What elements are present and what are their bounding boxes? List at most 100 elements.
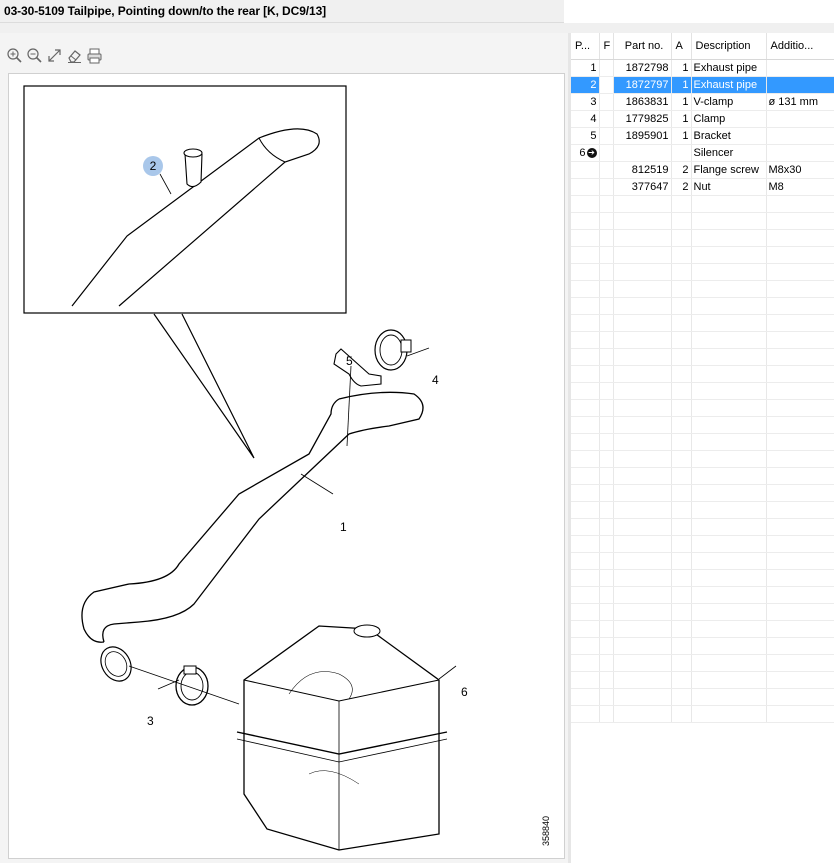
- part-no-cell: [613, 314, 672, 332]
- f-cell: [599, 110, 614, 128]
- position-cell: [571, 331, 600, 349]
- f-cell: [599, 705, 614, 723]
- qty-cell: 1: [671, 59, 692, 77]
- description-cell: [691, 280, 767, 298]
- description-cell: [691, 552, 767, 570]
- expand-arrow-icon[interactable]: ➔: [586, 148, 597, 159]
- empty-table-row: [571, 280, 834, 298]
- description-cell: Bracket: [691, 127, 767, 145]
- empty-table-row: [571, 586, 834, 604]
- f-cell: [599, 144, 614, 162]
- part-no-cell: 1872797: [613, 76, 672, 94]
- qty-cell: [671, 637, 692, 655]
- part-no-cell: [613, 637, 672, 655]
- diagram-toolbar: [6, 47, 103, 65]
- additional-cell: [766, 654, 834, 672]
- callout-1[interactable]: 1: [340, 520, 347, 534]
- qty-cell: [671, 229, 692, 247]
- qty-cell: [671, 433, 692, 451]
- table-row[interactable]: 6➔Silencer: [571, 144, 834, 162]
- empty-table-row: [571, 229, 834, 247]
- position-cell: [571, 569, 600, 587]
- f-cell: [599, 620, 614, 638]
- part-no-cell: [613, 246, 672, 264]
- additional-cell: [766, 195, 834, 213]
- qty-cell: 1: [671, 127, 692, 145]
- exhaust-pipe-part: [81, 391, 424, 682]
- empty-table-row: [571, 246, 834, 264]
- part-no-cell: [613, 484, 672, 502]
- column-header-position[interactable]: P...: [571, 33, 600, 60]
- diagram-drawing: 2: [23, 85, 551, 851]
- description-cell: Nut: [691, 178, 767, 196]
- column-header-qty[interactable]: A: [671, 33, 692, 60]
- qty-cell: [671, 552, 692, 570]
- panel-splitter[interactable]: [568, 33, 571, 863]
- callout-3[interactable]: 3: [147, 714, 154, 728]
- additional-cell: ø 131 mm: [766, 93, 834, 111]
- zoom-out-icon[interactable]: [26, 47, 43, 64]
- fit-to-window-icon[interactable]: [46, 47, 63, 64]
- additional-cell: [766, 620, 834, 638]
- position-cell: 1: [571, 59, 600, 77]
- part-no-cell: [613, 535, 672, 553]
- part-no-cell: [613, 433, 672, 451]
- callout-4[interactable]: 4: [432, 373, 439, 387]
- part-no-cell: 1872798: [613, 59, 672, 77]
- qty-cell: [671, 399, 692, 417]
- additional-cell: [766, 501, 834, 519]
- description-cell: Flange screw: [691, 161, 767, 179]
- position-cell: 3: [571, 93, 600, 111]
- svg-text:2: 2: [150, 159, 157, 173]
- part-no-cell: [613, 705, 672, 723]
- leader-lines: [128, 347, 457, 705]
- exploded-parts-diagram[interactable]: 2: [8, 73, 565, 859]
- additional-cell: [766, 535, 834, 553]
- part-no-cell: [613, 671, 672, 689]
- f-cell: [599, 416, 614, 434]
- additional-cell: [766, 59, 834, 77]
- f-cell: [599, 688, 614, 706]
- print-icon[interactable]: [86, 47, 103, 64]
- part-no-cell: [613, 297, 672, 315]
- additional-cell: [766, 212, 834, 230]
- column-header-f[interactable]: F: [599, 33, 614, 60]
- qty-cell: [671, 586, 692, 604]
- part-no-cell: [613, 450, 672, 468]
- additional-cell: [766, 280, 834, 298]
- f-cell: [599, 518, 614, 536]
- column-header-description[interactable]: Description: [691, 33, 767, 60]
- additional-cell: [766, 467, 834, 485]
- callout-5[interactable]: 5: [346, 354, 353, 368]
- part-no-cell: [613, 195, 672, 213]
- column-header-part-no[interactable]: Part no.: [613, 33, 672, 60]
- callout-6[interactable]: 6: [461, 685, 468, 699]
- eraser-icon[interactable]: [66, 47, 83, 64]
- description-cell: [691, 229, 767, 247]
- description-cell: [691, 484, 767, 502]
- additional-cell: [766, 246, 834, 264]
- inset-callout-2[interactable]: 2: [143, 156, 163, 176]
- column-header-additional[interactable]: Additio...: [766, 33, 834, 60]
- empty-table-row: [571, 501, 834, 519]
- qty-cell: [671, 620, 692, 638]
- additional-cell: [766, 450, 834, 468]
- empty-table-row: [571, 297, 834, 315]
- description-cell: [691, 365, 767, 383]
- description-cell: [691, 297, 767, 315]
- zoom-in-icon[interactable]: [6, 47, 23, 64]
- detail-inset: [23, 85, 347, 314]
- part-no-cell: [613, 399, 672, 417]
- additional-cell: [766, 297, 834, 315]
- f-cell: [599, 229, 614, 247]
- qty-cell: 1: [671, 110, 692, 128]
- additional-cell: M8x30: [766, 161, 834, 179]
- v-clamp-part: [175, 665, 209, 706]
